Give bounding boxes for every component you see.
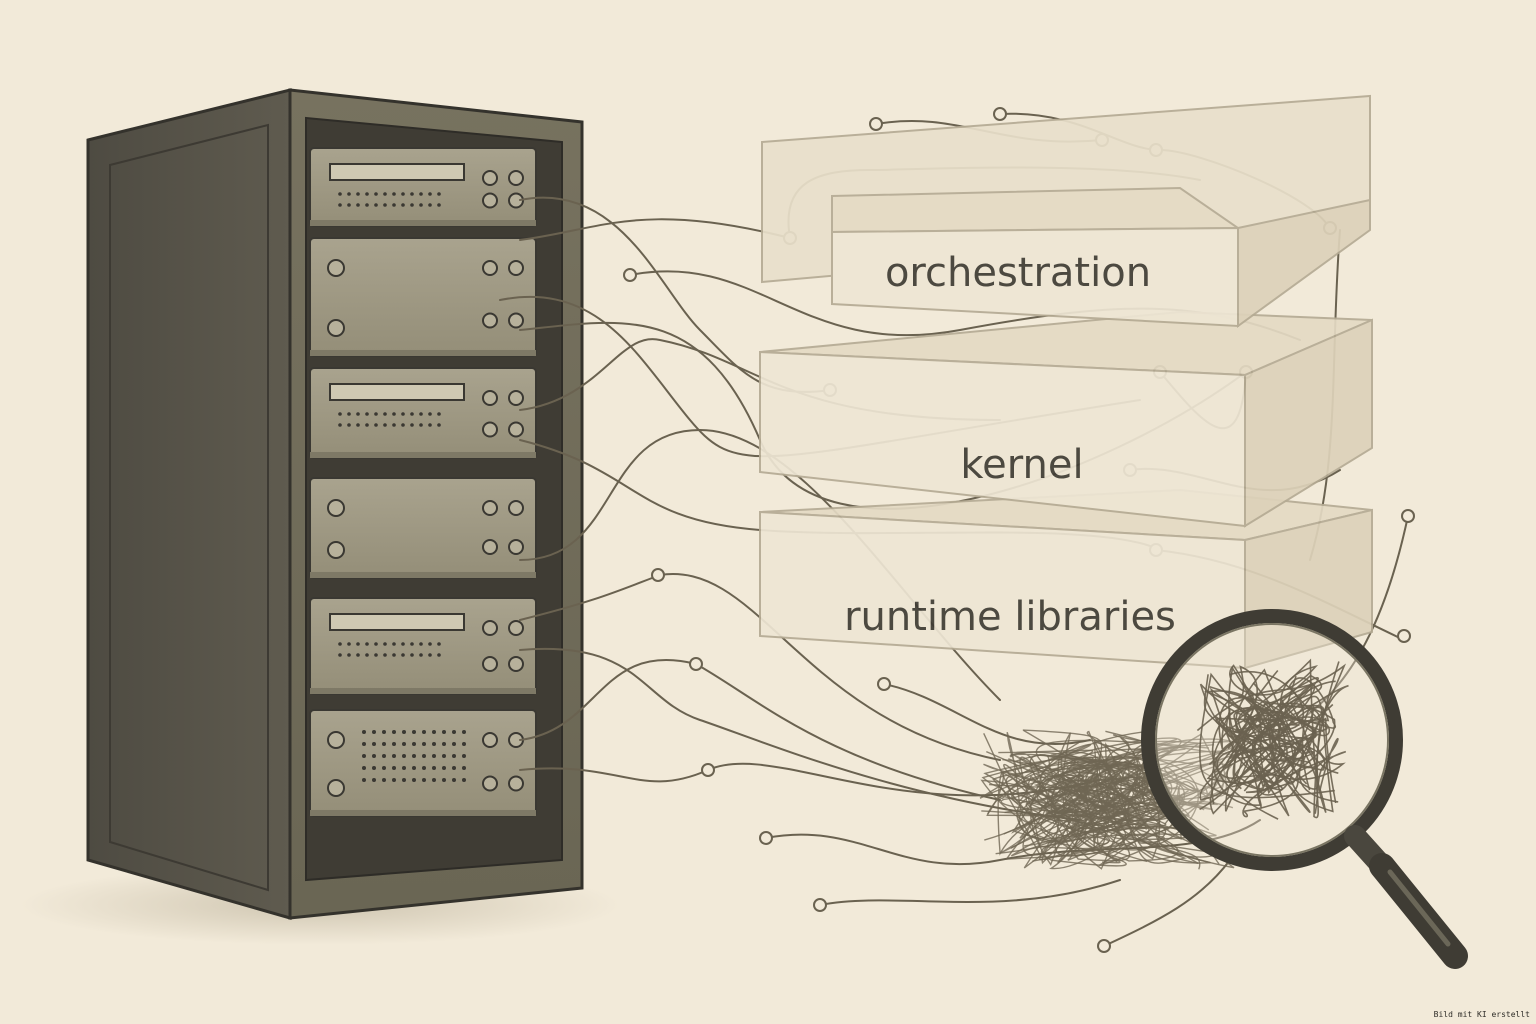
layer-runtime-front (759, 510, 1246, 670)
wire (1299, 515, 1409, 721)
knot-strand (1199, 680, 1349, 794)
wire-connector (623, 268, 637, 282)
knot-strand (1199, 672, 1335, 812)
server-unit (309, 597, 537, 695)
server-unit (309, 709, 537, 817)
knot-strand (1004, 778, 1219, 865)
wire-connector (759, 831, 773, 845)
layer-orchestration: orchestration (761, 94, 1371, 328)
knot-strand (1216, 664, 1319, 820)
wire-connector (869, 117, 883, 131)
server-units (309, 147, 537, 817)
wire-connector (993, 107, 1007, 121)
layer-runtime: runtime libraries (759, 488, 1373, 670)
layer-kernel-front (759, 350, 1246, 528)
magnifying-glass-icon (1141, 609, 1468, 969)
knot-strand (1008, 742, 1167, 832)
wire-connector (651, 568, 665, 582)
server-unit-grille (362, 730, 466, 782)
server-unit (309, 147, 537, 227)
wire-connector (689, 657, 703, 671)
magnifier-rim (1141, 609, 1403, 871)
wire (519, 647, 1081, 821)
credit-text: Bild mit KI erstellt (1434, 1010, 1531, 1019)
knot-strand (1196, 663, 1347, 779)
knot-strand (1215, 665, 1284, 790)
layer-orchestration-label: orchestration (885, 250, 1151, 296)
wire (1103, 859, 1231, 947)
wire-connector (1401, 509, 1415, 523)
knot-strand (1029, 756, 1184, 870)
layer-runtime-label: runtime libraries (844, 594, 1176, 640)
wire (519, 218, 791, 241)
knot-strand (1009, 751, 1118, 847)
knot-strand (1215, 717, 1339, 785)
rack-side-inset (109, 123, 269, 892)
wire (819, 879, 1121, 906)
knot-strand (1209, 658, 1321, 819)
wire (883, 683, 1091, 745)
knot-strand (981, 737, 1199, 861)
server-unit (309, 367, 537, 459)
wire-connector (701, 763, 715, 777)
knot-strand (1209, 687, 1319, 814)
wire (519, 573, 1001, 761)
wire-connector (877, 677, 891, 691)
knot-strand (995, 756, 1173, 855)
knot-strand (996, 730, 1194, 835)
layer-kernel-label: kernel (960, 442, 1083, 488)
server-unit (309, 477, 537, 579)
wire-connector (813, 898, 827, 912)
wire-connector (1397, 629, 1411, 643)
layer-orchestration-top (831, 186, 1242, 234)
layer-orchestration-front (831, 226, 1239, 328)
knot-strand (1226, 726, 1347, 818)
wire-connector (1097, 939, 1111, 953)
wire (519, 658, 1001, 801)
rack-side-panel (86, 88, 292, 920)
server-rack (86, 88, 584, 920)
knot-strand (1101, 762, 1199, 834)
layer-kernel: kernel (759, 310, 1373, 528)
wire (519, 762, 1101, 797)
layer-stack: runtime libraries kernel orchestration (759, 94, 1373, 670)
knot-strand (1018, 750, 1225, 856)
server-unit (309, 237, 537, 357)
